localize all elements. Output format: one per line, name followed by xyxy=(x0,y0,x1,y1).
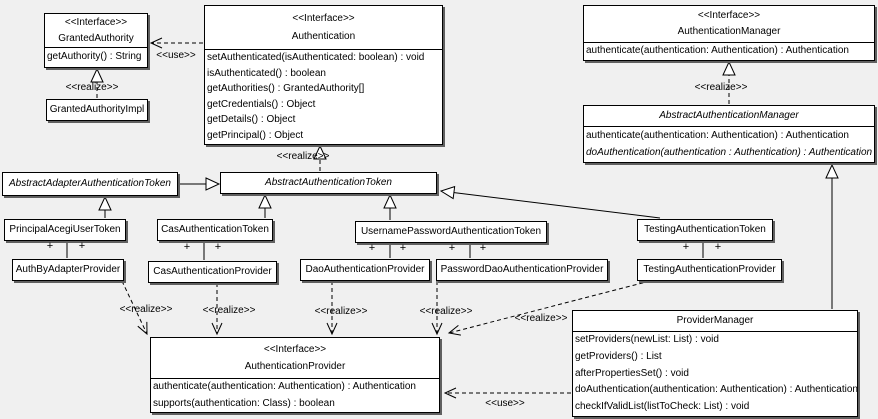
multiplicity-plus: + xyxy=(78,240,86,252)
method: authenticate(authentication: Authenticat… xyxy=(586,130,849,141)
method: getAuthorities() : GrantedAuthority[] xyxy=(207,83,365,94)
method: isAuthenticated() : boolean xyxy=(207,67,326,79)
class-name: AuthenticationManager xyxy=(677,26,781,37)
edge-label-use: <<use>> xyxy=(485,398,525,409)
edge-realize-authbyadapterprovider xyxy=(121,280,148,336)
edge-label-realize: <<realize>> xyxy=(202,305,256,316)
multiplicity-plus: + xyxy=(183,241,191,253)
class-name: GrantedAuthorityImpl xyxy=(49,104,145,115)
method: getAuthority() : String xyxy=(47,51,142,62)
stereotype: <<Interface>> xyxy=(697,10,761,21)
method: authenticate(authentication: Authenticat… xyxy=(153,381,416,392)
multiplicity-plus: + xyxy=(448,242,456,254)
edge-label-realize: <<realize>> xyxy=(514,313,568,324)
method: getDetails() : Object xyxy=(207,114,296,125)
edge-gen-testingtoken xyxy=(439,185,661,219)
class-testing-authentication-token[interactable]: TestingAuthenticationToken xyxy=(637,219,773,241)
method: doAuthentication(authentication: Authent… xyxy=(575,384,857,396)
method: setProviders(newList: List) : void xyxy=(575,334,719,345)
class-name: AbstractAdapterAuthenticationToken xyxy=(9,178,171,189)
multiplicity-plus: + xyxy=(714,241,722,253)
multiplicity-plus: + xyxy=(479,242,487,254)
class-name: GrantedAuthority xyxy=(58,32,134,44)
class-name: CasAuthenticationToken xyxy=(161,224,269,235)
class-name: UsernamePasswordAuthenticationToken xyxy=(360,226,542,237)
class-name: Authentication xyxy=(291,30,356,42)
class-dao-authentication-provider[interactable]: DaoAuthenticationProvider xyxy=(300,259,430,281)
class-name: AbstractAuthenticationToken xyxy=(265,177,392,188)
edge-label-use: <<use>> xyxy=(156,50,196,61)
class-abstract-authentication-token[interactable]: AbstractAuthenticationToken xyxy=(220,172,437,194)
class-granted-authority-impl[interactable]: GrantedAuthorityImpl xyxy=(46,99,148,121)
stereotype: <<Interface>> xyxy=(263,344,327,355)
class-name: ProviderManager xyxy=(676,315,754,326)
method: setAuthenticated(isAuthenticated: boolea… xyxy=(207,52,425,63)
class-name: DaoAuthenticationProvider xyxy=(305,264,425,275)
multiplicity-plus: + xyxy=(214,241,222,253)
class-name: PrincipalAcegiUserToken xyxy=(9,224,121,235)
class-provider-manager[interactable]: ProviderManager setProviders(newList: Li… xyxy=(572,310,858,417)
class-auth-by-adapter-provider[interactable]: AuthByAdapterProvider xyxy=(12,259,124,281)
method: doAuthentication(authentication : Authen… xyxy=(586,147,873,158)
edge-label-realize: <<realize>> xyxy=(65,82,119,93)
multiplicity-plus: + xyxy=(46,240,54,252)
method: afterPropertiesSet() : void xyxy=(575,367,689,379)
class-testing-authentication-provider[interactable]: TestingAuthenticationProvider xyxy=(637,259,782,281)
class-name: CasAuthenticationProvider xyxy=(153,266,272,277)
multiplicity-plus: + xyxy=(368,242,376,254)
class-username-password-authentication-token[interactable]: UsernamePasswordAuthenticationToken xyxy=(355,221,547,243)
class-name: TestingAuthenticationToken xyxy=(644,224,766,235)
edge-label-realize: <<realize>> xyxy=(276,151,330,162)
class-cas-authentication-token[interactable]: CasAuthenticationToken xyxy=(157,219,273,241)
class-password-dao-authentication-provider[interactable]: PasswordDaoAuthenticationProvider xyxy=(436,259,608,281)
stereotype: <<Interface>> xyxy=(292,12,355,24)
edge-label-realize: <<realize>> xyxy=(694,82,748,93)
edge-label-realize: <<realize>> xyxy=(419,306,473,317)
class-name: AbstractAuthenticationManager xyxy=(659,110,799,121)
method: checkIfValidList(listToCheck: List) : vo… xyxy=(575,401,750,413)
class-abstract-authentication-manager[interactable]: AbstractAuthenticationManager authentica… xyxy=(583,105,875,163)
class-cas-authentication-provider[interactable]: CasAuthenticationProvider xyxy=(148,261,277,283)
multiplicity-plus: + xyxy=(399,242,407,254)
method: getCredentials() : Object xyxy=(207,98,316,110)
edge-label-realize: <<realize>> xyxy=(314,306,368,317)
class-name: AuthenticationProvider xyxy=(244,361,346,372)
method: getPrincipal() : Object xyxy=(207,129,304,141)
class-name: PasswordDaoAuthenticationProvider xyxy=(440,264,604,275)
class-name: TestingAuthenticationProvider xyxy=(643,264,776,275)
method: getProviders() : List xyxy=(575,350,662,362)
edge-label-realize: <<realize>> xyxy=(119,304,173,315)
class-granted-authority[interactable]: <<Interface>> GrantedAuthority getAuthor… xyxy=(44,13,148,68)
class-authentication-manager[interactable]: <<Interface>> AuthenticationManager auth… xyxy=(583,5,875,61)
class-abstract-adapter-authentication-token[interactable]: AbstractAdapterAuthenticationToken xyxy=(2,172,178,196)
stereotype: <<Interface>> xyxy=(64,16,128,28)
method: authenticate(authentication: Authenticat… xyxy=(586,45,849,56)
class-principal-acegi-user-token[interactable]: PrincipalAcegiUserToken xyxy=(4,219,126,241)
class-authentication[interactable]: <<Interface>> Authentication setAuthenti… xyxy=(204,5,443,145)
class-name: AuthByAdapterProvider xyxy=(15,264,121,275)
class-authentication-provider[interactable]: <<Interface>> AuthenticationProvider aut… xyxy=(150,337,440,413)
multiplicity-plus: + xyxy=(682,241,690,253)
method: supports(authentication: Class) : boolea… xyxy=(153,397,335,409)
